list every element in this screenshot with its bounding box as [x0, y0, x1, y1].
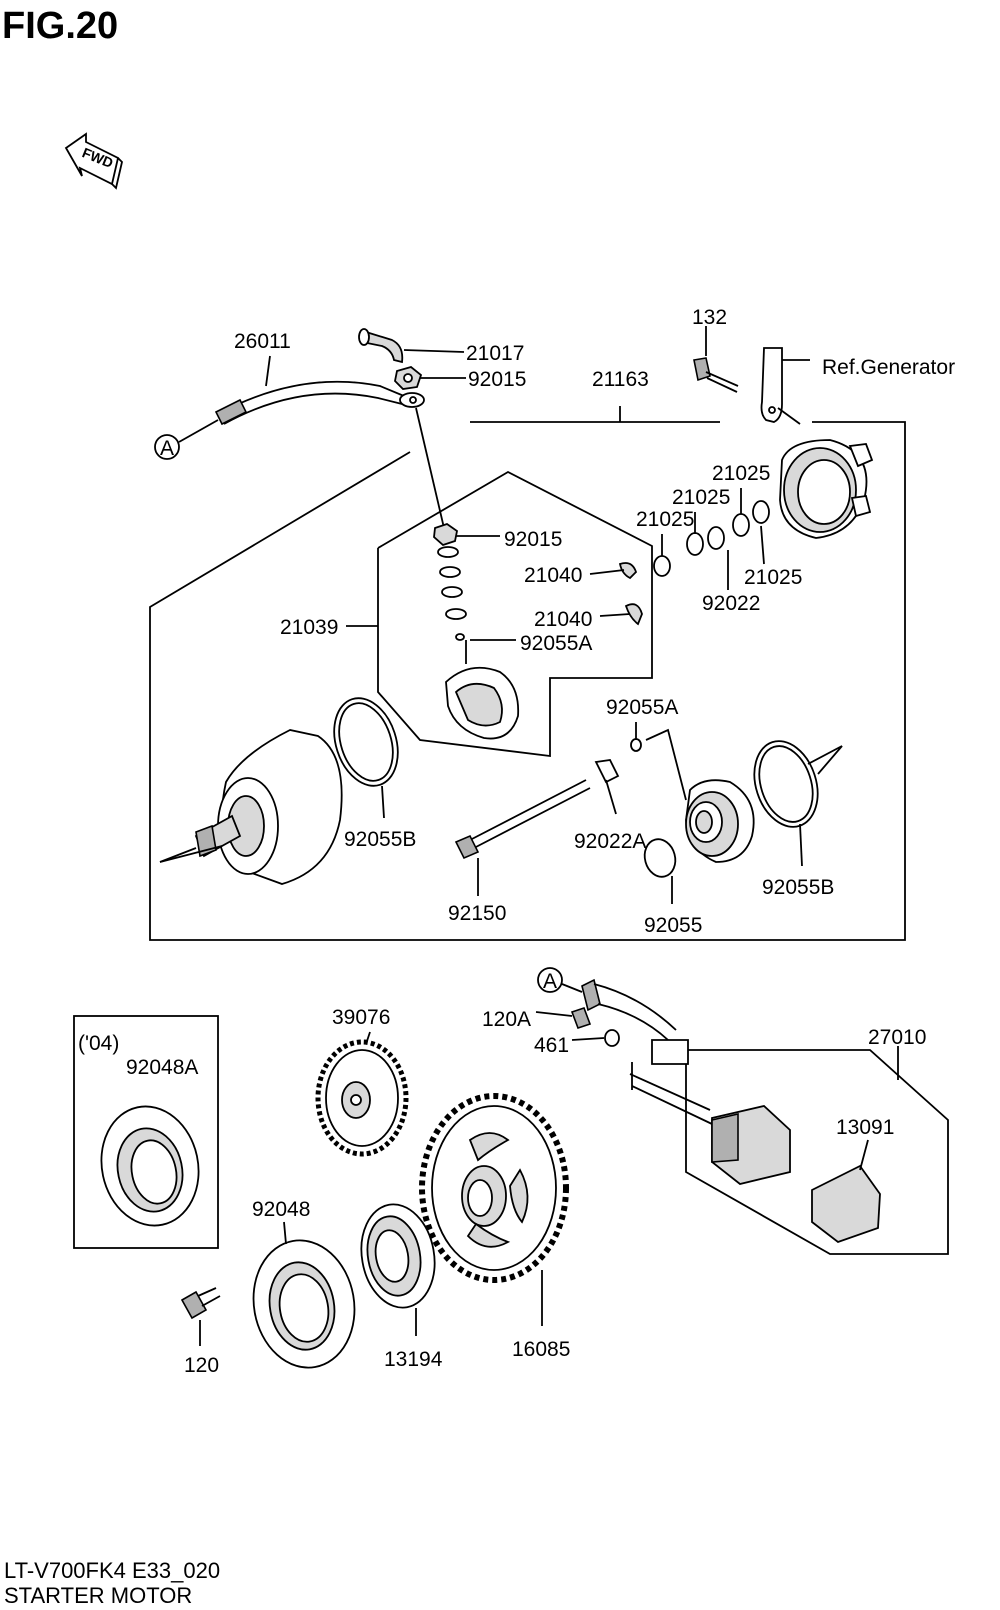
part-label: 21017 [466, 342, 524, 365]
part-label: 92048A [126, 1056, 198, 1079]
part-label: 92022 [702, 592, 760, 615]
part-label: 21040 [524, 564, 582, 587]
svg-text:A: A [543, 970, 557, 993]
part-label: 92055 [644, 914, 702, 937]
bolt-132 [693, 357, 739, 393]
terminal-cap-21017 [358, 328, 404, 364]
part-label: 21025 [744, 566, 802, 589]
oring-92055b-left [333, 697, 399, 787]
washers-21025-92022 [653, 500, 770, 577]
part-label: 16085 [512, 1338, 570, 1361]
one-way-clutch-13194 [360, 1203, 436, 1309]
oring-92055a-small [630, 738, 642, 752]
part-label: 92015 [468, 368, 526, 391]
starter-cable-26011 [214, 380, 425, 426]
part-label: 21163 [592, 368, 649, 391]
part-label: 21025 [672, 486, 730, 509]
part-label: 21025 [712, 462, 770, 485]
motor-yoke [159, 729, 343, 885]
screw-120a [570, 1006, 592, 1030]
model-code: LT-V700FK4 E33_020 [4, 1558, 220, 1583]
part-label: 92055B [762, 876, 834, 899]
starter-relay-27010 [711, 1105, 791, 1185]
part-label: 92055A [606, 696, 678, 719]
idler-gear-39076 [315, 1039, 409, 1157]
link-line [645, 728, 687, 801]
svg-text:A: A [160, 437, 174, 460]
part-label: 39076 [332, 1006, 390, 1029]
relay-assembly-outline [685, 1049, 949, 1255]
relay-cable [581, 978, 713, 1125]
part-label: 92022A [574, 830, 646, 853]
fwd-arrow-icon: FWD [64, 132, 123, 190]
bolt-120 [180, 1287, 221, 1320]
part-label: 27010 [868, 1026, 926, 1049]
ref-generator-label: Ref.Generator [822, 356, 955, 379]
part-label: 120A [482, 1008, 531, 1031]
part-label: 120 [184, 1354, 219, 1377]
part-label: 92055A [520, 632, 592, 655]
brush-21040-b [624, 603, 643, 626]
housing-plate-92048 [252, 1239, 356, 1369]
washer-92022a [594, 759, 620, 784]
part-label: 13091 [836, 1116, 894, 1139]
ref-marker-a-bottom: A [537, 967, 583, 993]
oring-92055 [643, 838, 677, 878]
part-label: 92150 [448, 902, 506, 925]
nut-92015-top [394, 366, 423, 390]
part-label: 21025 [636, 508, 694, 531]
year-note-label: ('04) [78, 1032, 119, 1055]
part-label: 132 [692, 306, 727, 329]
relay-cover-13091 [811, 1164, 881, 1244]
starter-motor-assembly-outline [149, 406, 906, 941]
part-label: 21039 [280, 616, 338, 639]
starter-gear-16085 [419, 1093, 569, 1283]
housing-plate-92048a [100, 1105, 200, 1227]
part-label: 92055B [344, 828, 416, 851]
year-04-box [73, 1015, 219, 1249]
washer-461 [604, 1029, 620, 1047]
section-name: STARTER MOTOR [4, 1583, 192, 1608]
brush-holder-group-outline [377, 470, 653, 758]
part-labels: 132 26011 21017 92015 21163 21025 21025 … [78, 306, 955, 1377]
terminal-washer-stack [433, 523, 467, 641]
part-label: 26011 [234, 330, 291, 353]
rear-housing [685, 779, 755, 863]
part-label: 461 [534, 1034, 569, 1057]
through-bolt-92150 [454, 779, 591, 860]
part-label: 13194 [384, 1348, 443, 1371]
leader-lines [199, 326, 899, 1346]
brush-plate-21039 [445, 640, 520, 740]
part-label: 92015 [504, 528, 562, 551]
part-label: 21040 [534, 608, 592, 631]
generator-bracket [760, 347, 810, 425]
figure-title: FIG.20 [2, 5, 118, 47]
ref-marker-a-top: A [154, 419, 219, 460]
end-cover-front [779, 439, 874, 539]
part-label: 92048 [252, 1198, 310, 1221]
